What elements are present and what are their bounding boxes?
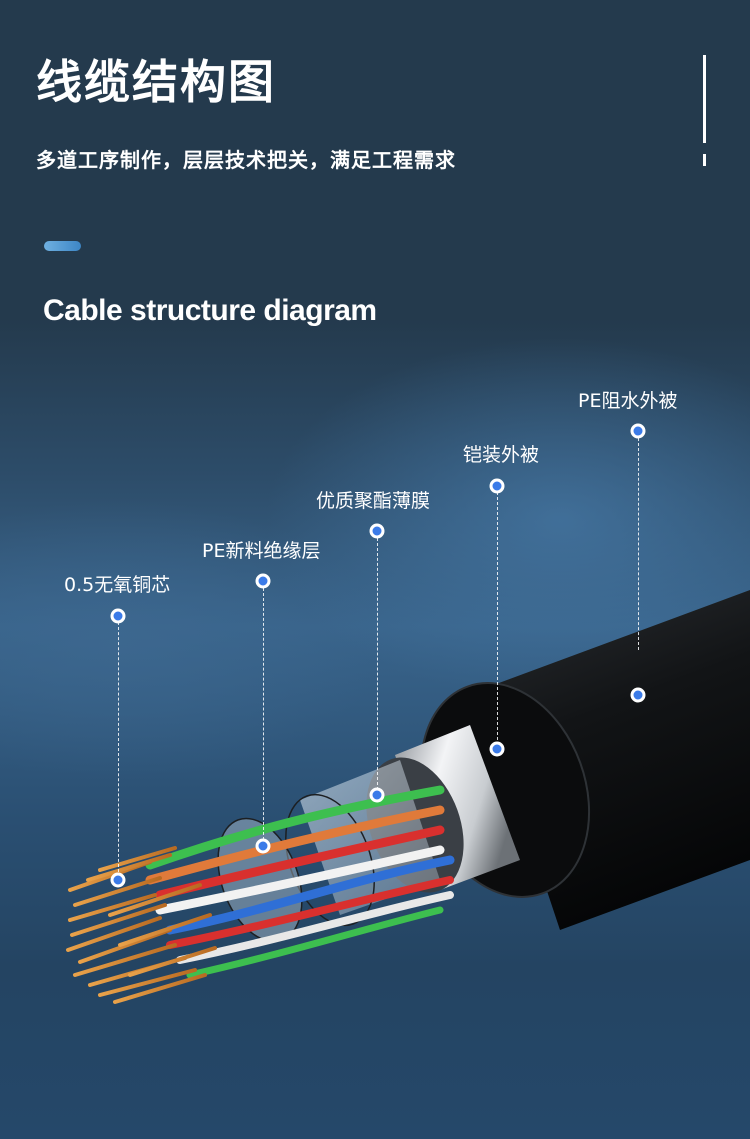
marker-dot-copper-core <box>110 872 126 888</box>
marker-dot-copper-core-top <box>110 608 126 624</box>
callout-line-pe-insulation <box>263 588 264 840</box>
callout-line-polyester-film <box>377 538 378 790</box>
marker-dot-pe-insulation <box>255 838 271 854</box>
marker-dot-armored-jacket-top <box>489 478 505 494</box>
page-subtitle: 多道工序制作，层层技术把关，满足工程需求 <box>36 148 456 172</box>
english-title: Cable structure diagram <box>43 294 377 327</box>
marker-dot-pe-insulation-top <box>255 573 271 589</box>
marker-dot-pe-waterproof-jacket <box>630 687 646 703</box>
label-pe-waterproof-jacket: PE阻水外被 <box>578 390 678 412</box>
label-pe-insulation: PE新料绝缘层 <box>202 540 321 562</box>
page-title: 线缆结构图 <box>36 55 276 109</box>
marker-dot-pe-waterproof-jacket-top <box>630 423 646 439</box>
marker-dot-armored-jacket <box>489 741 505 757</box>
label-armored-jacket: 铠装外被 <box>463 444 540 466</box>
copper-strands <box>66 846 217 1004</box>
label-copper-core: 0.5无氧铜芯 <box>64 574 171 596</box>
marker-dot-polyester-film-top <box>369 523 385 539</box>
callout-line-pe-waterproof-jacket <box>638 438 639 650</box>
callout-line-copper-core <box>118 622 119 872</box>
marker-dot-polyester-film <box>369 787 385 803</box>
label-polyester-film: 优质聚酯薄膜 <box>316 490 431 512</box>
callout-line-armored-jacket <box>497 492 498 740</box>
decorative-bar-long <box>703 55 706 143</box>
decorative-bar-short <box>703 154 706 166</box>
accent-pill <box>44 241 81 251</box>
